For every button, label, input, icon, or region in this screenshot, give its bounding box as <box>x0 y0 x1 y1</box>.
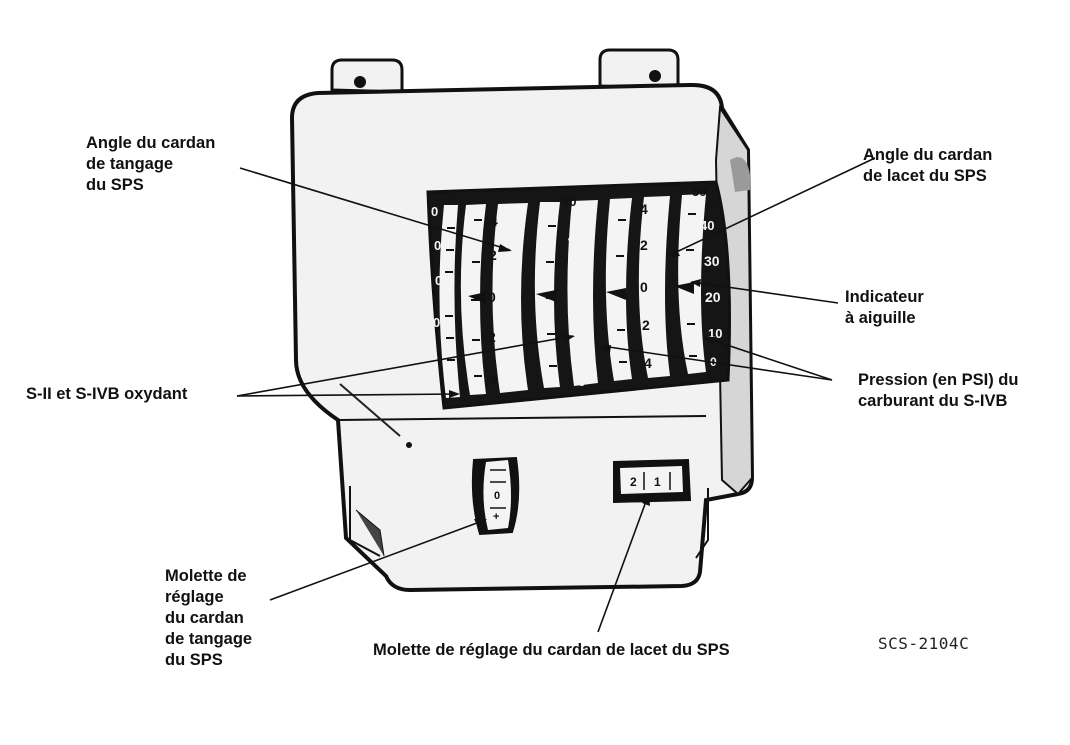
leader-lines <box>236 157 876 633</box>
scale-numerals: 0 0 0 0 4 2 0 2 4 50 40 30 20 10 0 4 2 0… <box>431 184 722 389</box>
label-yaw-gimbal-angle: Angle du cardan de lacet du SPS <box>863 146 993 185</box>
label-fuel-pressure: Pression (en PSI) du carburant du S-IVB <box>858 371 1019 410</box>
numeral-20: 20 <box>574 301 591 318</box>
numeral-2: 2 <box>640 237 648 253</box>
svg-text:2: 2 <box>630 475 637 489</box>
numeral-4: 4 <box>490 213 498 229</box>
leader-oxidizer-a <box>236 335 574 397</box>
leader-fuel-pressure-b <box>705 337 833 381</box>
numeral-4: 4 <box>640 201 648 217</box>
label-yaw-thumbwheel: Molette de réglage du cardan de lacet du… <box>373 641 730 659</box>
numeral-40: 40 <box>568 230 582 245</box>
numeral-0: 0 <box>435 273 442 288</box>
numeral-0: 0 <box>431 204 438 219</box>
numeral-20: 20 <box>705 289 721 305</box>
numeral-4: 4 <box>489 371 497 387</box>
pitch-thumbwheel-drawing: 0 + <box>471 456 520 536</box>
numeral-2: 2 <box>489 247 497 263</box>
numeral-30: 30 <box>704 253 720 269</box>
numeral-0: 0 <box>578 373 586 389</box>
leader-yaw-gimbal-angle <box>667 157 876 257</box>
reference-code: SCS-2104C <box>878 634 970 653</box>
numeral-2: 2 <box>642 317 650 333</box>
leader-arrowheads <box>449 244 715 527</box>
svg-text:0: 0 <box>494 490 500 502</box>
numeral-10: 10 <box>576 339 593 356</box>
svg-text:1: 1 <box>654 475 661 489</box>
numeral-0: 0 <box>488 289 496 305</box>
leader-yaw-thumbwheel <box>597 495 649 633</box>
numeral-50: 50 <box>692 184 706 199</box>
numeral-0: 0 <box>433 315 440 330</box>
label-pitch-gimbal-angle: Angle du cardan de tangage du SPS <box>86 134 216 194</box>
label-needle-indicator: Indicateur à aiguille <box>845 288 924 327</box>
numeral-0: 0 <box>434 238 441 253</box>
numeral-50: 50 <box>562 194 576 209</box>
numeral-30: 30 <box>572 264 586 279</box>
leader-pitch-gimbal-angle <box>239 167 511 251</box>
leader-pitch-thumbwheel <box>269 519 486 601</box>
scale-ticks <box>445 213 697 377</box>
svg-text:+: + <box>493 511 499 523</box>
numeral-4: 4 <box>644 355 652 371</box>
label-pitch-thumbwheel: Molette de réglage du cardan de tangage … <box>165 567 253 669</box>
numeral-40: 40 <box>700 218 714 233</box>
yaw-thumbwheel-drawing: 2 1 <box>613 458 692 504</box>
mounting-tabs <box>330 48 680 94</box>
needle-pointers <box>468 282 694 304</box>
numeral-0: 0 <box>640 279 648 295</box>
leader-needle-indicator <box>691 281 839 304</box>
leader-fuel-pressure-a <box>601 345 833 381</box>
numeral-2: 2 <box>488 329 496 345</box>
label-oxidizer: S-II et S-IVB oxydant <box>26 385 188 403</box>
leader-oxidizer-b <box>236 393 459 397</box>
